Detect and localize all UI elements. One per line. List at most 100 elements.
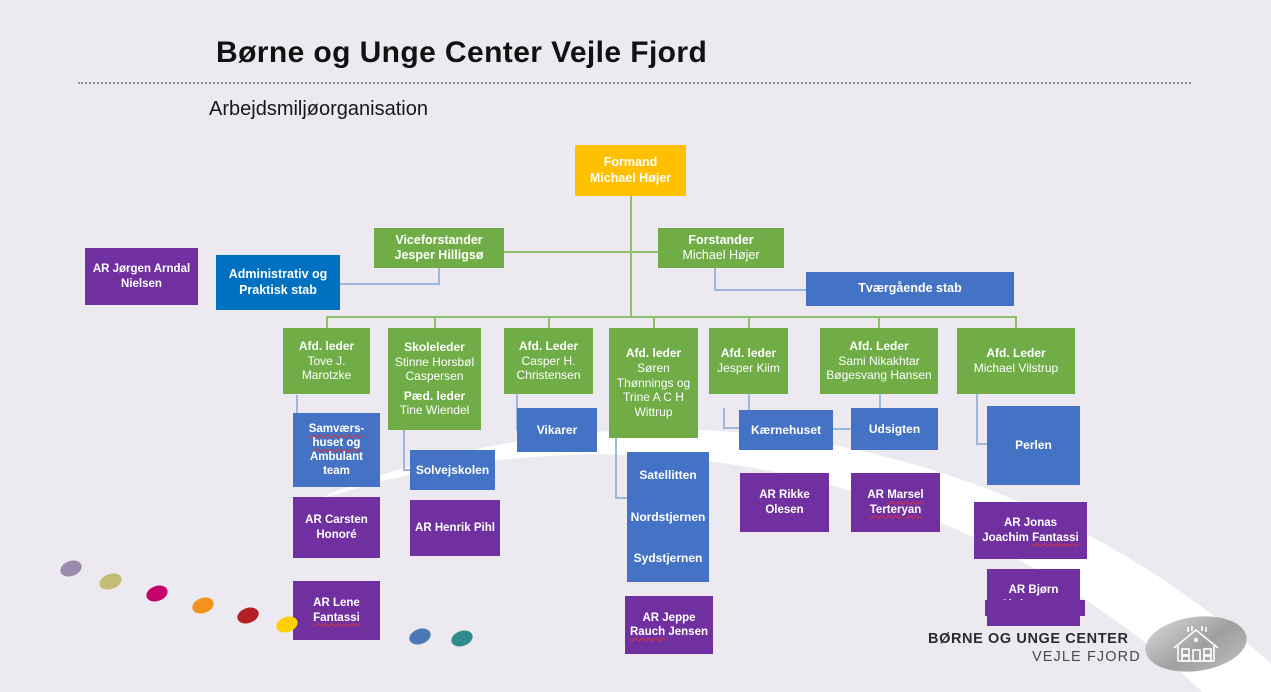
dept3-name-line2: Christensen bbox=[516, 368, 581, 383]
connector-dept6-drop bbox=[878, 316, 880, 328]
unit-sydstjernen-label: Sydstjernen bbox=[633, 551, 703, 565]
dept2-name2: Tine Wiendel bbox=[399, 403, 470, 418]
connector-dept3-drop bbox=[548, 316, 550, 328]
box-viceforstander[interactable]: Viceforstander Jesper Hilligsø bbox=[374, 228, 504, 268]
ar-jorgen-line1: AR Jørgen Arndal bbox=[92, 263, 191, 276]
connector-dept2-drop bbox=[434, 316, 436, 328]
vice-name: Jesper Hilligsø bbox=[394, 248, 484, 262]
box-unit-solvejskolen[interactable]: Solvejskolen bbox=[410, 450, 495, 490]
box-ar-bjorn-christensen[interactable]: AR Bjørn Christensen bbox=[987, 569, 1080, 626]
dept2-name-line1: Stinne Horsbøl bbox=[394, 354, 475, 369]
box-ar-marsel-terteryan[interactable]: AR Marsel Terteryan bbox=[851, 473, 940, 532]
ar-jeppe-surname-2: Jensen bbox=[665, 626, 708, 638]
ar-carsten-line2: Honoré bbox=[316, 528, 357, 541]
box-ar-jeppe-rauch-jensen[interactable]: AR Jeppe Rauch Jensen bbox=[625, 596, 713, 654]
box-forstander[interactable]: Forstander Michael Højer bbox=[658, 228, 784, 268]
connector-d6-unit-v bbox=[879, 394, 881, 408]
logo-purple-accent-bar bbox=[985, 600, 1085, 616]
box-ar-jonas-joachim-fantassi[interactable]: AR Jonas Joachim Fantassi bbox=[974, 502, 1087, 559]
box-dept3-leader[interactable]: Afd. Leder Casper H. Christensen bbox=[504, 328, 593, 394]
connector-d4-unit-h bbox=[615, 497, 627, 499]
box-ar-carsten-honore[interactable]: AR Carsten Honoré bbox=[293, 497, 380, 558]
vice-role: Viceforstander bbox=[395, 232, 483, 247]
dept2-role2: Pæd. leder bbox=[403, 388, 466, 403]
ar-marsel-prefix: AR bbox=[867, 489, 888, 502]
ar-jeppe-surname-1: Rauch bbox=[630, 626, 666, 638]
page-subtitle: Arbejdsmiljøorganisation bbox=[209, 98, 428, 120]
box-dept6-leader[interactable]: Afd. Leder Sami Nikakhtar Bøgesvang Hans… bbox=[820, 328, 938, 394]
admin-stab-line2: Praktisk stab bbox=[239, 282, 317, 297]
unit-nordstjernen-label: Nordstjernen bbox=[630, 509, 706, 524]
box-administrativ-praktisk-stab[interactable]: Administrativ og Praktisk stab bbox=[216, 255, 340, 310]
formand-role: Formand bbox=[603, 155, 658, 170]
dept3-role: Afd. Leder bbox=[518, 339, 579, 354]
connector-kaernehuset-udsigten bbox=[833, 428, 851, 430]
connector-dept1-drop bbox=[326, 316, 328, 328]
dept6-name-line2: Bøgesvang Hansen bbox=[826, 368, 932, 383]
dept4-role: Afd. leder bbox=[625, 346, 682, 361]
box-dept4-leader[interactable]: Afd. leder Søren Thønnings og Trine A C … bbox=[609, 328, 698, 438]
unit-samvaers-line4: team bbox=[323, 465, 350, 478]
box-unit-samvaershuset[interactable]: Samværs- huset og Ambulant team bbox=[293, 413, 380, 487]
logo-text-line2: VEJLE FJORD bbox=[1032, 649, 1141, 665]
ar-jonas-surname: Fantassi bbox=[1032, 531, 1079, 544]
dept3-name-line1: Casper H. bbox=[521, 353, 576, 368]
ar-rikke-line1: AR Rikke bbox=[759, 489, 810, 502]
connector-d2-unit-h bbox=[403, 469, 410, 471]
dept5-role: Afd. leder bbox=[720, 346, 777, 361]
admin-stab-line1: Administrativ og bbox=[228, 267, 328, 282]
box-ar-lene-fantassi[interactable]: AR Lene Fantassi bbox=[293, 581, 380, 640]
dept6-name-line1: Sami Nikakhtar bbox=[838, 353, 920, 368]
connector-director-tvaer-h bbox=[714, 289, 806, 291]
dept4-name-line4: Wittrup bbox=[634, 404, 673, 419]
unit-satellitten-label: Satellitten bbox=[639, 468, 697, 483]
connector-d7-unit-h bbox=[976, 443, 987, 445]
box-dept7-leader[interactable]: Afd. Leder Michael Vilstrup bbox=[957, 328, 1075, 394]
unit-vikarer-label: Vikarer bbox=[536, 422, 578, 437]
dept6-role: Afd. Leder bbox=[849, 339, 909, 354]
ar-lene-line2: Fantassi bbox=[313, 611, 360, 624]
logo-text-line1: BØRNE OG UNGE CENTER bbox=[928, 631, 1129, 647]
box-formand[interactable]: Formand Michael Højer bbox=[575, 145, 686, 196]
unit-perlen-label: Perlen bbox=[1015, 438, 1052, 453]
forstander-role: Forstander bbox=[688, 232, 754, 247]
decorative-dot-1 bbox=[58, 557, 84, 580]
dept4-name-line2: Thønnings og bbox=[616, 375, 691, 390]
box-ar-henrik-pihl[interactable]: AR Henrik Pihl bbox=[410, 500, 500, 556]
box-dept5-leader[interactable]: Afd. leder Jesper Kiim bbox=[709, 328, 788, 394]
forstander-name: Michael Højer bbox=[682, 248, 760, 262]
ar-marsel-line1: AR Marsel bbox=[867, 488, 923, 502]
dept1-role: Afd. leder bbox=[298, 339, 355, 354]
ar-henrik-label: AR Henrik Pihl bbox=[415, 521, 495, 534]
box-tvaergaaende-stab[interactable]: Tværgående stab bbox=[806, 272, 1014, 306]
decorative-dot-2 bbox=[97, 570, 124, 593]
unit-samvaers-line3: Ambulant bbox=[309, 451, 364, 463]
dept2-name-line2: Caspersen bbox=[405, 369, 464, 384]
formand-name: Michael Højer bbox=[589, 170, 672, 185]
ar-marsel-firstname: Marsel bbox=[887, 489, 924, 502]
box-unit-perlen[interactable]: Perlen bbox=[987, 406, 1080, 485]
dept1-name-line2: Marotzke bbox=[301, 368, 352, 383]
connector-d2-unit-v bbox=[403, 430, 405, 470]
ar-carsten-line1: AR Carsten bbox=[305, 514, 368, 527]
ar-jonas-middle: Joachim bbox=[982, 531, 1033, 544]
dept2-role: Skoleleder bbox=[404, 339, 465, 354]
box-dept1-leader[interactable]: Afd. leder Tove J. Marotzke bbox=[283, 328, 370, 394]
connector-admin-vice-h bbox=[340, 283, 440, 285]
connector-dept5-drop bbox=[748, 316, 750, 328]
box-unit-satellitten-group[interactable]: Satellitten Nordstjernen Sydstjernen bbox=[627, 452, 709, 582]
title-divider bbox=[78, 82, 1191, 84]
box-dept2-leader[interactable]: Skoleleder Stinne Horsbøl Caspersen Pæd.… bbox=[388, 328, 481, 430]
unit-solvejskolen-label: Solvejskolen bbox=[415, 462, 490, 477]
tvaer-label: Tværgående stab bbox=[858, 281, 962, 296]
box-unit-kaernehuset[interactable]: Kærnehuset bbox=[739, 410, 833, 450]
box-unit-vikarer[interactable]: Vikarer bbox=[517, 408, 597, 452]
box-ar-rikke-olesen[interactable]: AR Rikke Olesen bbox=[740, 473, 829, 532]
ar-rikke-line2: Olesen bbox=[765, 503, 804, 516]
ar-marsel-line2: Terteryan bbox=[869, 503, 922, 516]
ar-jonas-line1: AR Jonas bbox=[1003, 517, 1058, 530]
dept1-name-line1: Tove J. bbox=[307, 353, 346, 368]
box-ar-jorgen-arndal-nielsen[interactable]: AR Jørgen Arndal Nielsen bbox=[85, 248, 198, 305]
box-unit-udsigten[interactable]: Udsigten bbox=[851, 408, 938, 450]
connector-department-bus bbox=[326, 316, 1016, 318]
